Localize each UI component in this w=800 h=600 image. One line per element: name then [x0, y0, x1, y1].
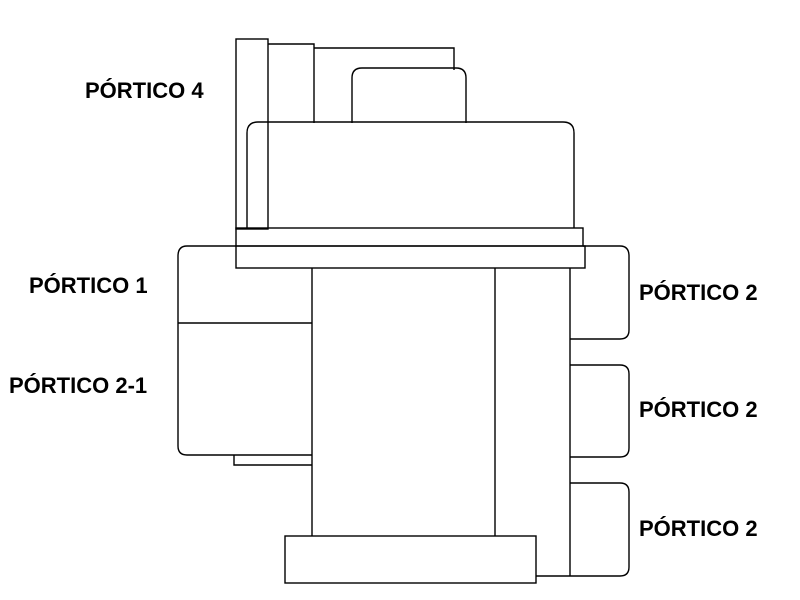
valve-head — [246, 121, 575, 228]
label-port2-bottom: PÓRTICO 2 — [639, 516, 758, 541]
port4-outer-tube — [235, 38, 269, 230]
lower-flange — [235, 245, 586, 269]
port4-top-bracket — [314, 47, 455, 70]
top-cap — [351, 67, 467, 123]
label-port2-1: PÓRTICO 2-1 — [9, 373, 147, 398]
left-port-block — [177, 245, 312, 456]
left-port-lip — [233, 455, 312, 466]
label-port4: PÓRTICO 4 — [85, 78, 204, 103]
right-port-top — [570, 245, 630, 340]
label-port1: PÓRTICO 1 — [29, 273, 148, 298]
base-plate — [284, 535, 537, 584]
label-port2-top: PÓRTICO 2 — [639, 280, 758, 305]
right-port-middle — [570, 364, 630, 458]
port4-tubes — [235, 38, 455, 230]
label-port2-middle: PÓRTICO 2 — [639, 397, 758, 422]
port4-inner-tube — [268, 43, 315, 123]
upper-flange — [235, 227, 584, 247]
right-port-bottom — [536, 482, 630, 577]
